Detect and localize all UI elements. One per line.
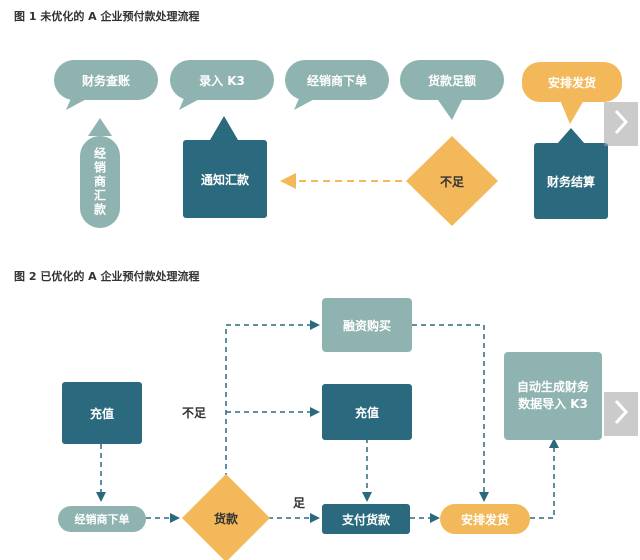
- arrowhead-auto: [549, 438, 559, 448]
- arrowhead-pay: [310, 513, 320, 523]
- figure2-title: 图 2 已优化的 A 企业预付款处理流程: [14, 270, 200, 283]
- arrowhead-financing: [310, 320, 320, 330]
- node-dealer-order: 经销商下单: [285, 60, 389, 100]
- pointer-finance-settle: [557, 128, 585, 144]
- label-sufficient: 足: [293, 496, 306, 510]
- arrowhead-shipping: [430, 513, 440, 523]
- chevron-right-icon: [613, 109, 629, 139]
- node-arrange-shipping-2: 安排发货: [440, 504, 530, 534]
- edge-shipping-to-auto: [530, 446, 555, 519]
- arrowhead-payment: [170, 513, 180, 523]
- figure1-title: 图 1 未优化的 A 企业预付款处理流程: [14, 10, 200, 23]
- label-payment: 货款: [213, 511, 238, 526]
- node-recharge-mid: 充值: [322, 384, 412, 440]
- arrowhead-shipping-from-financing: [479, 492, 489, 502]
- node-arrange-shipping: 安排发货: [522, 62, 622, 102]
- next-slide-button-1[interactable]: [604, 102, 638, 146]
- pointer-dealer-remit: [88, 118, 112, 136]
- diamond-payment: [182, 474, 270, 560]
- node-auto-generate: 自动生成财务数据导入 K3: [504, 352, 602, 440]
- arrowhead-order: [96, 492, 106, 502]
- arrowhead-recharge-mid: [310, 407, 320, 417]
- node-notify-remit: 通知汇款: [183, 140, 267, 218]
- pointer-notify-remit: [210, 116, 238, 140]
- node-financing-purchase: 融资购买: [322, 298, 412, 352]
- node-payment-sufficient: 货款足额: [400, 60, 504, 100]
- node-pay-payment: 支付货款: [322, 504, 410, 534]
- diamond-insufficient: [406, 136, 498, 226]
- arrowhead-pay-from-recharge: [362, 492, 372, 502]
- node-enter-k3: 录入 K3: [170, 60, 274, 100]
- next-slide-button-2[interactable]: [604, 392, 638, 436]
- label-insufficient-2: 不足: [182, 406, 207, 420]
- chevron-right-icon: [613, 399, 629, 429]
- edge-financing-to-shipping: [412, 324, 485, 494]
- node-finance-check: 财务查账: [54, 60, 158, 100]
- node-dealer-order-2: 经销商下单: [58, 506, 146, 532]
- node-dealer-remit: 经销商汇款: [80, 136, 120, 228]
- arrowhead-notify: [280, 173, 296, 189]
- node-recharge-left: 充值: [62, 382, 142, 444]
- label-insufficient: 不足: [439, 174, 464, 189]
- node-finance-settle: 财务结算: [534, 143, 608, 219]
- tail-arrange-shipping: [560, 100, 584, 124]
- tail-payment-sufficient: [438, 100, 462, 120]
